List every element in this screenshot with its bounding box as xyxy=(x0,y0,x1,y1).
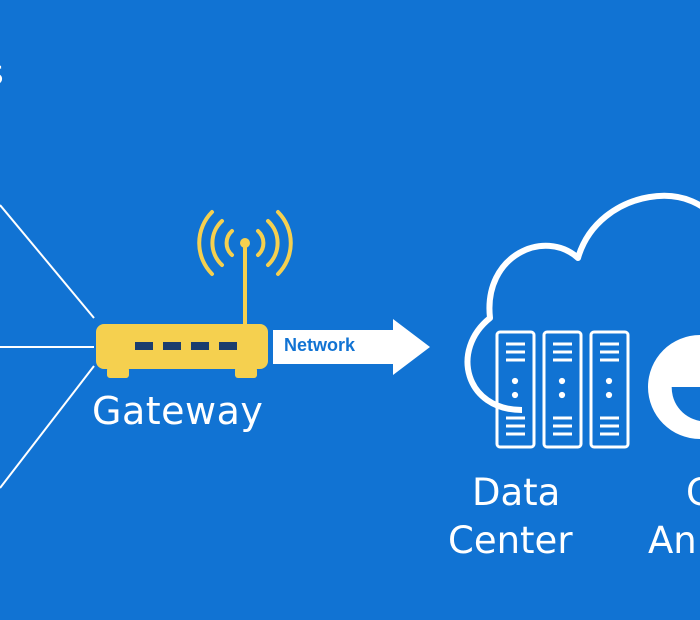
server-rack-icon xyxy=(495,330,630,449)
data-center-label-line1: Data xyxy=(472,471,561,514)
analytics-icon xyxy=(648,335,700,439)
cloud-analytics-label-line2: An xyxy=(648,519,697,562)
router-icon xyxy=(96,324,268,378)
sensor-connection-lines xyxy=(0,204,95,489)
gateway-label: Gateway xyxy=(92,389,264,433)
data-center-label-line2: Center xyxy=(448,519,573,562)
server-3 xyxy=(589,330,630,449)
connection-line-bottom xyxy=(0,365,95,489)
connection-line-top xyxy=(0,204,95,319)
server-1 xyxy=(495,330,536,449)
cloud-icon xyxy=(464,192,700,413)
corner-text-fragment: s xyxy=(0,56,4,90)
server-2 xyxy=(542,330,583,449)
cloud-analytics-label-line1: C xyxy=(686,471,700,514)
network-label: Network xyxy=(284,335,356,355)
wifi-signal-icon xyxy=(197,210,293,328)
network-arrow xyxy=(273,319,430,375)
